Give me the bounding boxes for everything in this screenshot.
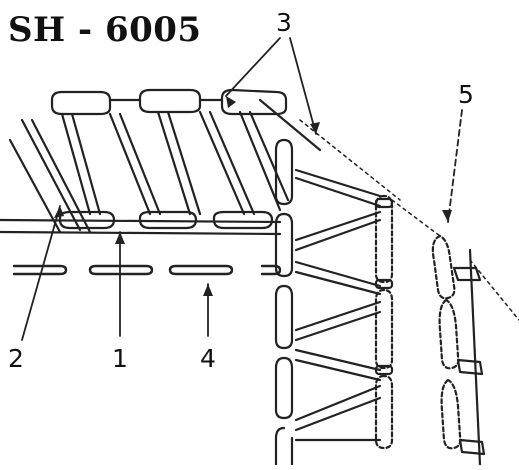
callout-2: 2 <box>8 344 24 373</box>
dashed-seam <box>12 264 282 276</box>
vertical-chain <box>274 138 294 467</box>
model-title: SH - 6005 <box>8 10 202 50</box>
fan-threads <box>294 168 382 442</box>
callout-1: 1 <box>112 344 128 373</box>
detached-chain <box>431 234 486 467</box>
callout-3: 3 <box>276 8 292 37</box>
callout-5: 5 <box>458 80 474 109</box>
diagonal-threads <box>60 110 290 216</box>
callout-4: 4 <box>200 344 216 373</box>
leader-arrowheads <box>54 96 452 296</box>
top-thread-loops <box>50 88 288 116</box>
bottom-thread-loops <box>58 210 274 230</box>
leader-lines <box>21 37 463 341</box>
right-chain-column <box>374 194 394 450</box>
thread-end-lines <box>299 119 519 321</box>
